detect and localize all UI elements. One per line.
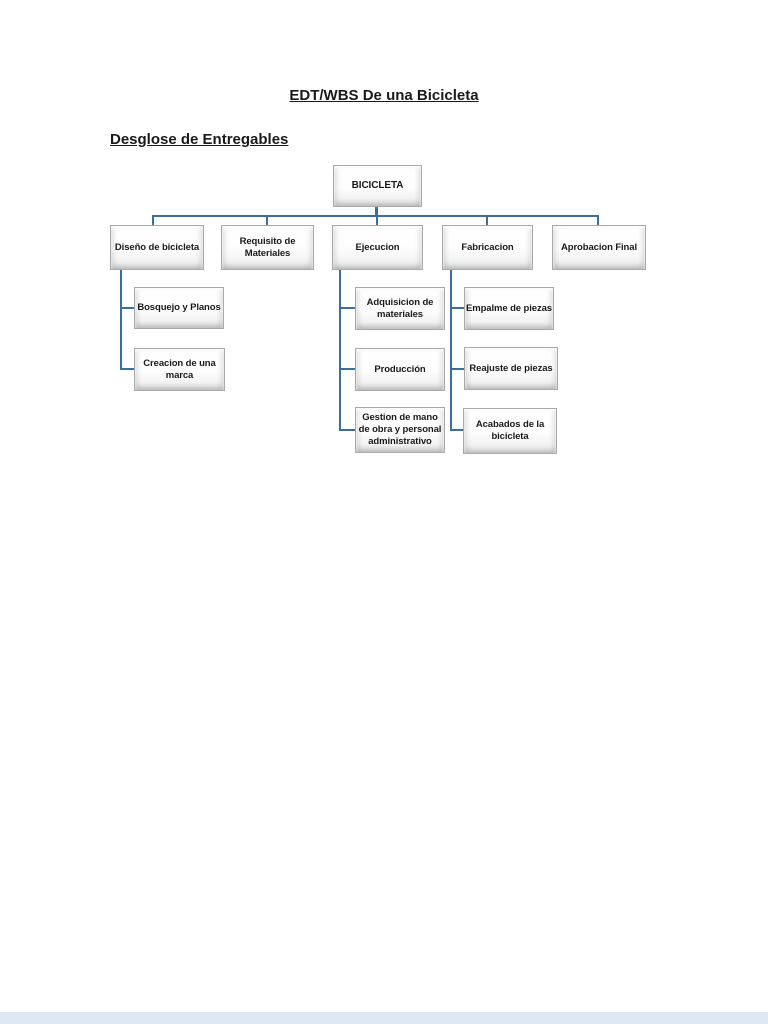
connector-stub-bosquejo <box>122 307 134 309</box>
wbs-node-bicicleta: BICICLETA <box>333 165 422 207</box>
wbs-node-aprobacion: Aprobacion Final <box>552 225 646 270</box>
connector-hang-fabricacion <box>450 270 452 431</box>
wbs-node-diseno: Diseño de bicicleta <box>110 225 204 270</box>
connector-drop-aprobacion <box>597 216 599 225</box>
wbs-node-adquisicion: Adquisicion de materiales <box>355 287 445 330</box>
wbs-node-fabricacion: Fabricacion <box>442 225 533 270</box>
connector-stub-creacion <box>122 368 134 370</box>
wbs-node-empalme: Empalme de piezas <box>464 287 554 330</box>
connector-stub-adquisicion <box>341 307 355 309</box>
connector-drop-ejecucion <box>376 216 378 225</box>
connector-stub-gestion <box>341 429 355 431</box>
document-title: EDT/WBS De una Bicicleta <box>289 87 479 104</box>
wbs-node-requisito: Requisito de Materiales <box>221 225 314 270</box>
wbs-node-reajuste: Reajuste de piezas <box>464 347 558 390</box>
connector-stub-produccion <box>341 368 355 370</box>
connector-hang-ejecucion <box>339 270 341 431</box>
connector-rank-line <box>152 215 599 217</box>
wbs-node-bosquejo: Bosquejo y Planos <box>134 287 224 329</box>
connector-stub-reajuste <box>452 368 464 370</box>
wbs-node-creacion: Creacion de una marca <box>134 348 225 391</box>
connector-stub-acabados <box>452 429 464 431</box>
connector-root-stem <box>375 207 378 216</box>
wbs-node-gestion: Gestion de mano de obra y personal admin… <box>355 407 445 453</box>
connector-drop-fabricacion <box>486 216 488 225</box>
connector-hang-diseno <box>120 270 122 370</box>
connector-drop-requisito <box>266 216 268 225</box>
wbs-node-produccion: Producción <box>355 348 445 391</box>
wbs-node-acabados: Acabados de la bicicleta <box>463 408 557 454</box>
connector-drop-diseno <box>152 216 154 225</box>
page-footer-bar <box>0 1012 768 1024</box>
wbs-node-ejecucion: Ejecucion <box>332 225 423 270</box>
section-heading-desglose: Desglose de Entregables <box>110 131 289 148</box>
connector-stub-empalme <box>452 307 464 309</box>
